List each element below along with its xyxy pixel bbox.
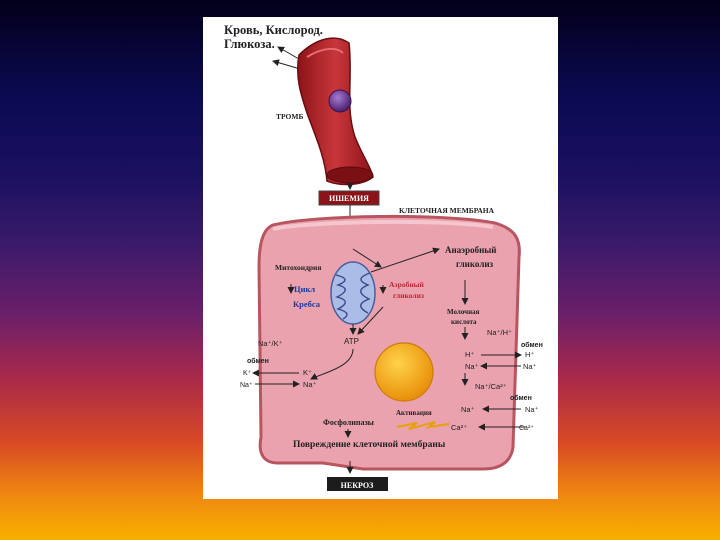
thrombus-icon [328, 89, 352, 113]
lactic-line2: кислота [451, 318, 477, 326]
k-out-label: K⁺ [243, 370, 252, 377]
ischemia-label: ИШЕМИЯ [329, 194, 369, 203]
na-out-label: Na⁺ [240, 382, 253, 389]
exchange-label-right2: обмен [510, 394, 532, 402]
na-in3-label: Na⁺ [461, 405, 475, 414]
exchange-label-right: обмен [521, 341, 543, 349]
exchange-label-left: обмен [247, 357, 269, 365]
arrow-to-aerobic [352, 248, 382, 268]
mitochondria-label: Митохондрия [275, 263, 321, 272]
ca-out-label: Ca²⁺ [519, 425, 534, 432]
nucleus [374, 342, 434, 402]
activation-label: Активация [396, 409, 432, 417]
na-out2-label: Na⁺ [523, 362, 537, 371]
arrow-aerobic-to-atp [357, 306, 384, 335]
cell [257, 214, 521, 471]
k-in-label: K⁺ [303, 368, 312, 377]
aerobic-line2: гликолиз [393, 291, 424, 300]
mitochondria-icon [330, 261, 376, 325]
damage-label: Повреждение клеточной мембраны [293, 439, 446, 450]
na-out3-label: Na⁺ [525, 405, 539, 414]
atp-label: ATP [344, 337, 359, 346]
na-in-label: Na⁺ [303, 380, 317, 389]
aerobic-line1: Аэробный [389, 280, 425, 289]
atp-to-pump-arrow [310, 348, 354, 380]
lightning-icon [396, 420, 450, 431]
na-ca-label: Na⁺/Ca²⁺ [475, 382, 507, 391]
blood-vessel [296, 37, 374, 186]
lactic-line1: Молочная [447, 308, 480, 316]
anaerobic-line1: Анаэробный [445, 245, 496, 255]
ischemia-box [318, 190, 380, 206]
ca-in-label: Ca²⁺ [451, 423, 467, 432]
na-in2-label: Na⁺ [465, 362, 479, 371]
slide: Кровь, Кислород. Глюкоза. ТРОМБ ИШЕМИЯ К… [203, 17, 558, 499]
ischemia-diagram: Кровь, Кислород. Глюкоза. ТРОМБ ИШЕМИЯ К… [224, 23, 543, 491]
h-in-label: H⁺ [465, 350, 474, 359]
na-h-label: Na⁺/H⁺ [487, 328, 512, 337]
thrombus-label: ТРОМБ [276, 112, 303, 121]
na-k-label: Na⁺/K⁺ [258, 339, 283, 348]
anaerobic-line2: гликолиз [456, 259, 494, 269]
h-out-label: H⁺ [525, 350, 534, 359]
membrane-label: КЛЕТОЧНАЯ МЕМБРАНА [399, 206, 495, 215]
cell-highlight [272, 219, 494, 231]
phospholipases-label: Фосфолипазы [323, 418, 375, 427]
header-line1: Кровь, Кислород. [224, 23, 323, 37]
necrosis-box [327, 477, 388, 491]
header-line2: Глюкоза. [224, 37, 275, 51]
krebs-line1: Цикл [294, 284, 315, 294]
krebs-line2: Кребса [293, 299, 321, 309]
necrosis-label: НЕКРОЗ [341, 481, 374, 490]
arrow-to-anaerobic [370, 247, 440, 273]
